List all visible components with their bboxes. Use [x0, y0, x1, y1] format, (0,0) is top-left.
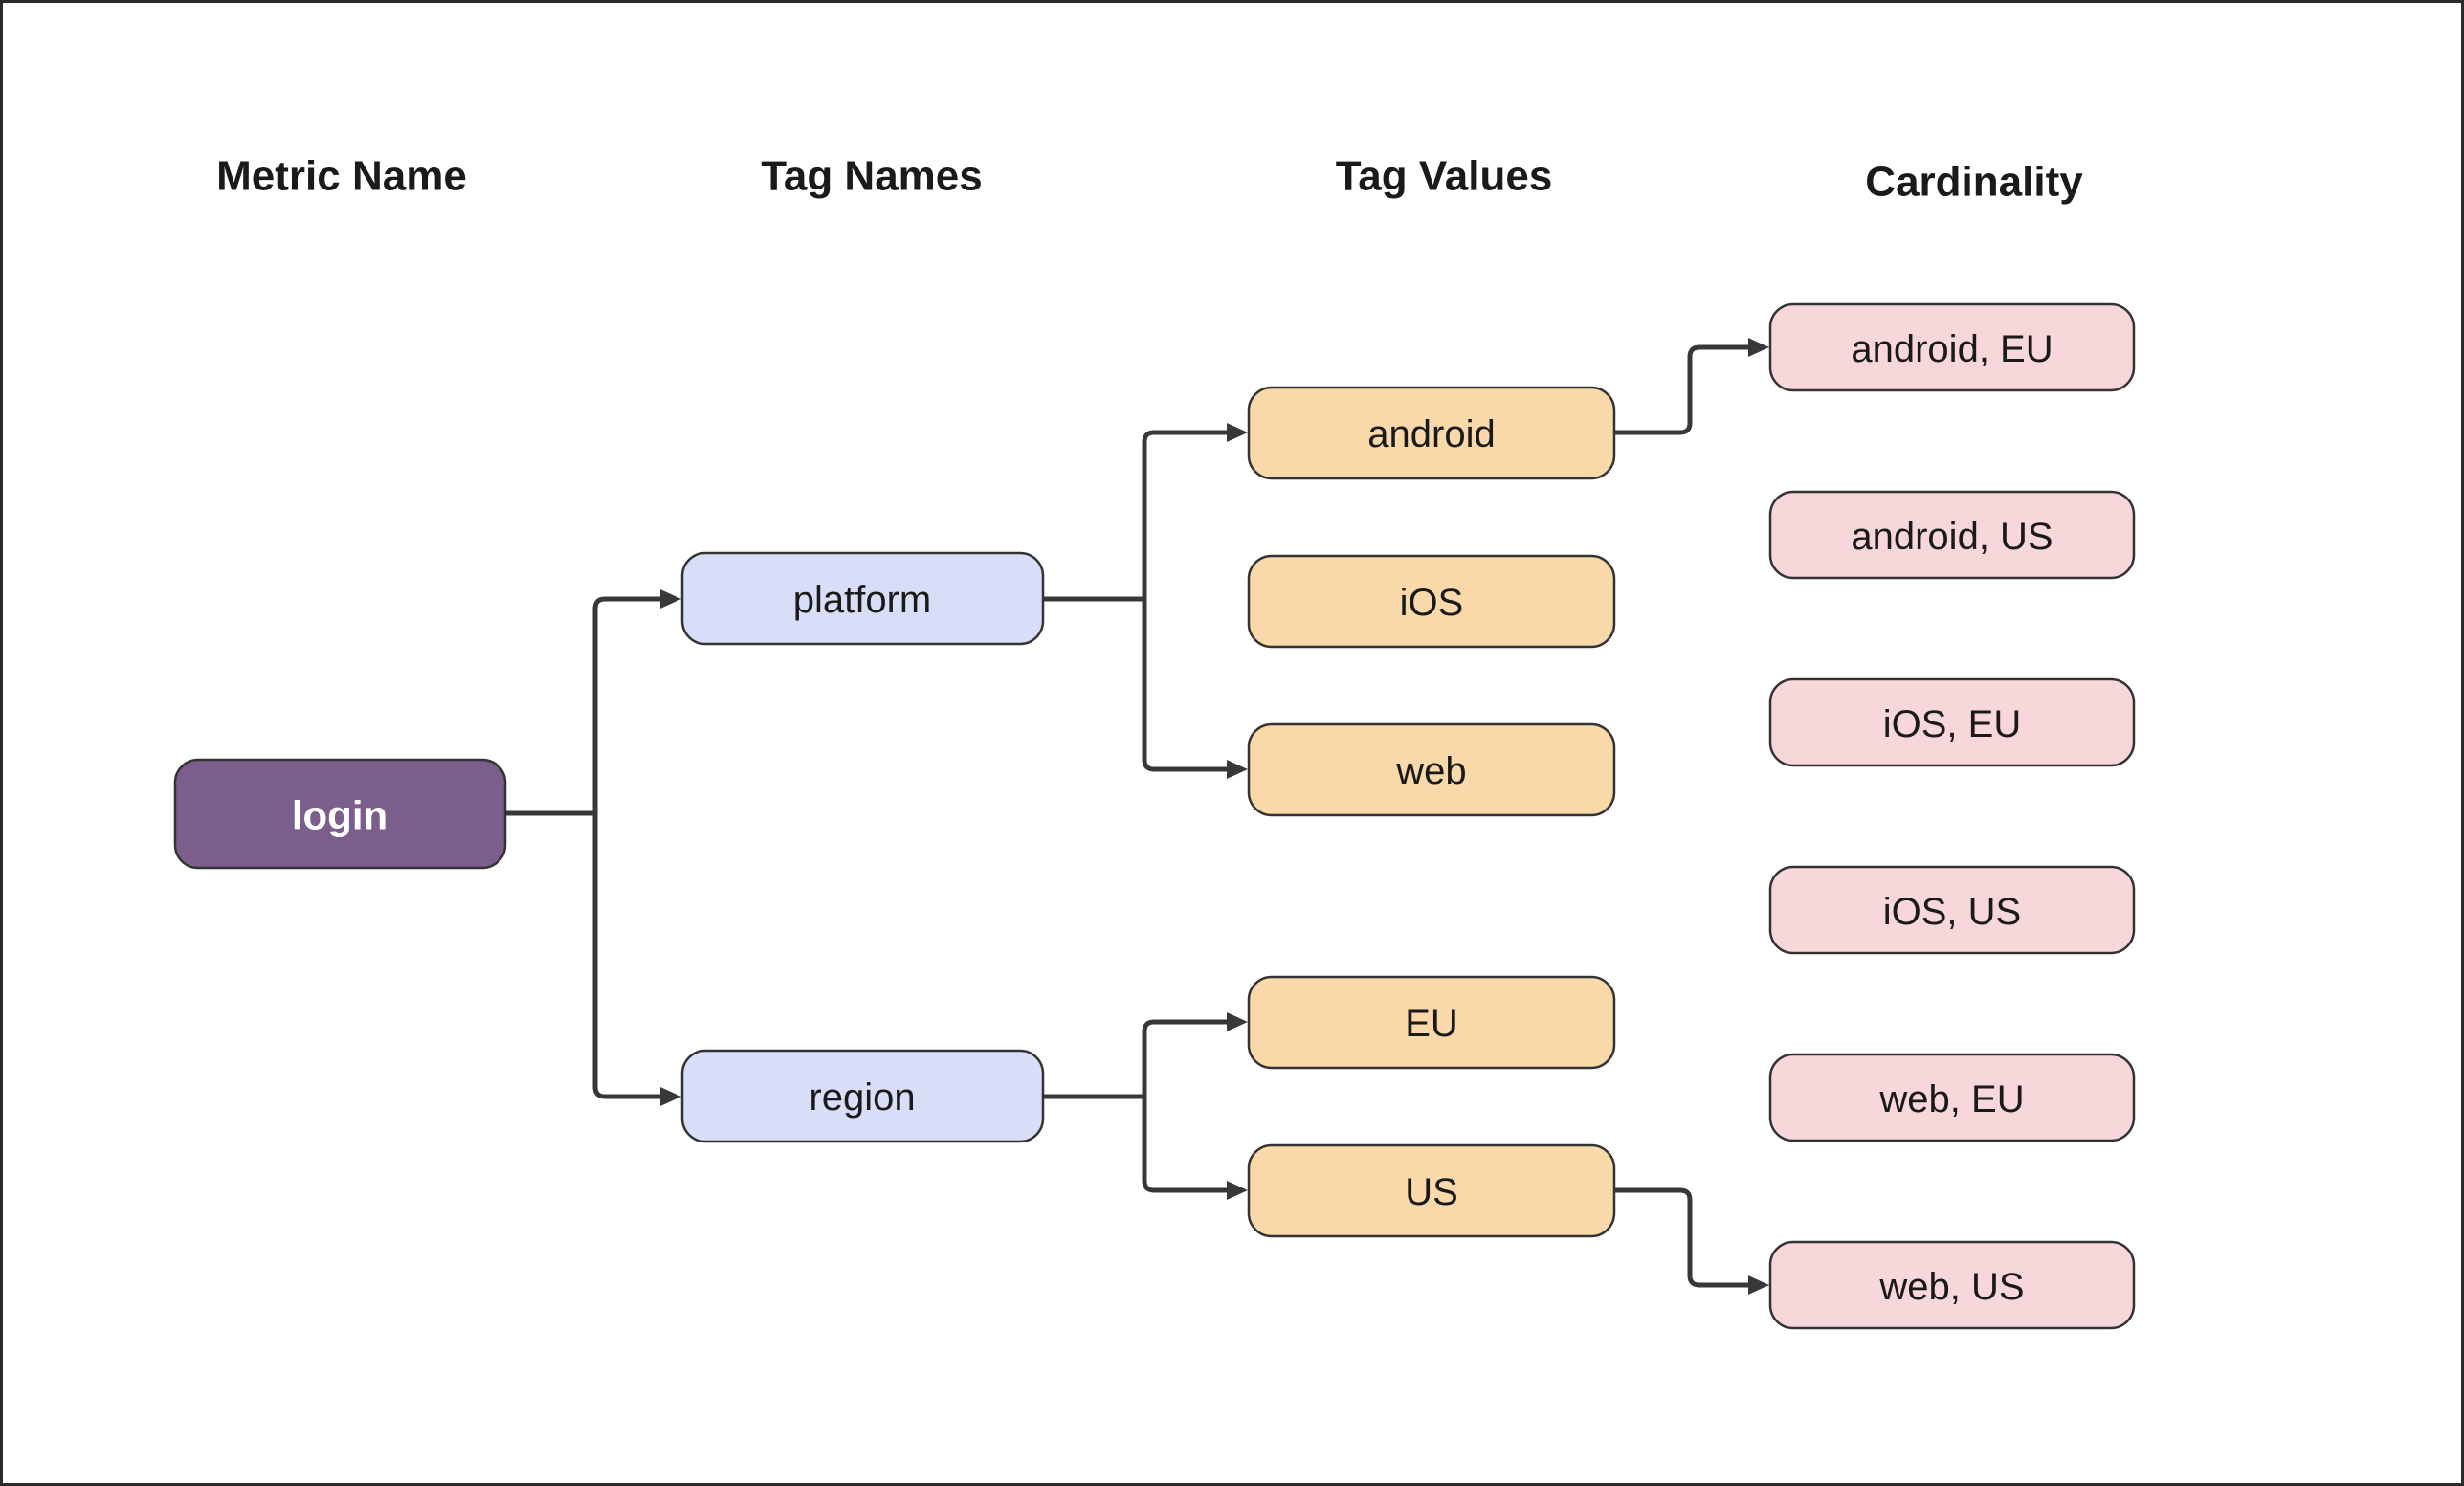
node-web-us-box: [1768, 1240, 2136, 1330]
node-ios: iOS: [1247, 554, 1616, 649]
node-ios-us: iOS, US: [1768, 865, 2136, 955]
node-platform: platform: [680, 551, 1045, 646]
arrowhead-platform: [660, 589, 681, 609]
node-web-us: web, US: [1768, 1240, 2136, 1330]
node-ios-box: [1247, 554, 1616, 649]
node-android: android: [1247, 386, 1616, 480]
column-header-metric-name: Metric Name: [216, 153, 467, 200]
node-android-us-box: [1768, 490, 2136, 580]
node-login: login: [173, 758, 507, 870]
arrowhead-web-us: [1748, 1275, 1769, 1295]
arrowhead-eu: [1227, 1012, 1248, 1031]
node-region-box: [680, 1049, 1045, 1143]
node-platform-label: platform: [793, 579, 932, 621]
edge-platform-web: [1142, 599, 1230, 772]
edge-lines: [505, 344, 1751, 1288]
node-web-eu-box: [1768, 1053, 2136, 1142]
arrowhead-android: [1227, 423, 1248, 442]
node-web-us-label: web, US: [1878, 1266, 2024, 1308]
node-ios-us-label: iOS, US: [1883, 891, 2021, 933]
node-android-eu-label: android, EU: [1851, 328, 2053, 370]
column-header-cardinality: Cardinality: [1865, 159, 2083, 206]
node-eu: EU: [1247, 975, 1616, 1070]
arrowhead-us: [1227, 1181, 1248, 1200]
node-android-us: android, US: [1768, 490, 2136, 580]
node-web-eu: web, EU: [1768, 1053, 2136, 1142]
node-eu-box: [1247, 975, 1616, 1070]
arrowheads: [660, 338, 1769, 1295]
edge-platform-android: [1142, 430, 1230, 599]
node-region-label: region: [809, 1076, 915, 1119]
edge-login-platform: [592, 596, 663, 813]
node-web-eu-label: web, EU: [1878, 1078, 2024, 1120]
node-login-label: login: [292, 793, 388, 838]
node-android-label: android: [1367, 413, 1495, 455]
node-ios-eu: iOS, EU: [1768, 677, 2136, 767]
edge-region-us: [1142, 1097, 1230, 1193]
edge-region-eu: [1142, 1019, 1230, 1097]
node-web-label: web: [1395, 750, 1466, 792]
edge-login-region: [592, 813, 663, 1099]
column-header-tag-values: Tag Values: [1336, 153, 1553, 200]
arrowhead-web: [1227, 760, 1248, 779]
edge-us-webus: [1614, 1187, 1751, 1288]
node-android-us-label: android, US: [1851, 516, 2053, 558]
edge-android-androideu: [1614, 344, 1751, 435]
node-ios-eu-label: iOS, EU: [1883, 703, 2021, 745]
node-us-box: [1247, 1143, 1616, 1238]
node-ios-eu-box: [1768, 677, 2136, 767]
node-us: US: [1247, 1143, 1616, 1238]
node-web: web: [1247, 722, 1616, 817]
node-android-box: [1247, 386, 1616, 480]
node-login-box: [173, 758, 507, 870]
node-platform-box: [680, 551, 1045, 646]
column-headers: Metric Name Tag Names Tag Values Cardina…: [216, 153, 2083, 206]
arrowhead-region: [660, 1087, 681, 1106]
node-android-eu-box: [1768, 302, 2136, 392]
node-ios-label: iOS: [1400, 582, 1464, 624]
node-android-eu: android, EU: [1768, 302, 2136, 392]
arrowhead-android-eu: [1748, 338, 1769, 357]
node-web-box: [1247, 722, 1616, 817]
node-us-label: US: [1405, 1171, 1458, 1213]
node-ios-us-box: [1768, 865, 2136, 955]
node-eu-label: EU: [1405, 1003, 1458, 1045]
node-region: region: [680, 1049, 1045, 1143]
column-header-tag-names: Tag Names: [761, 153, 983, 200]
